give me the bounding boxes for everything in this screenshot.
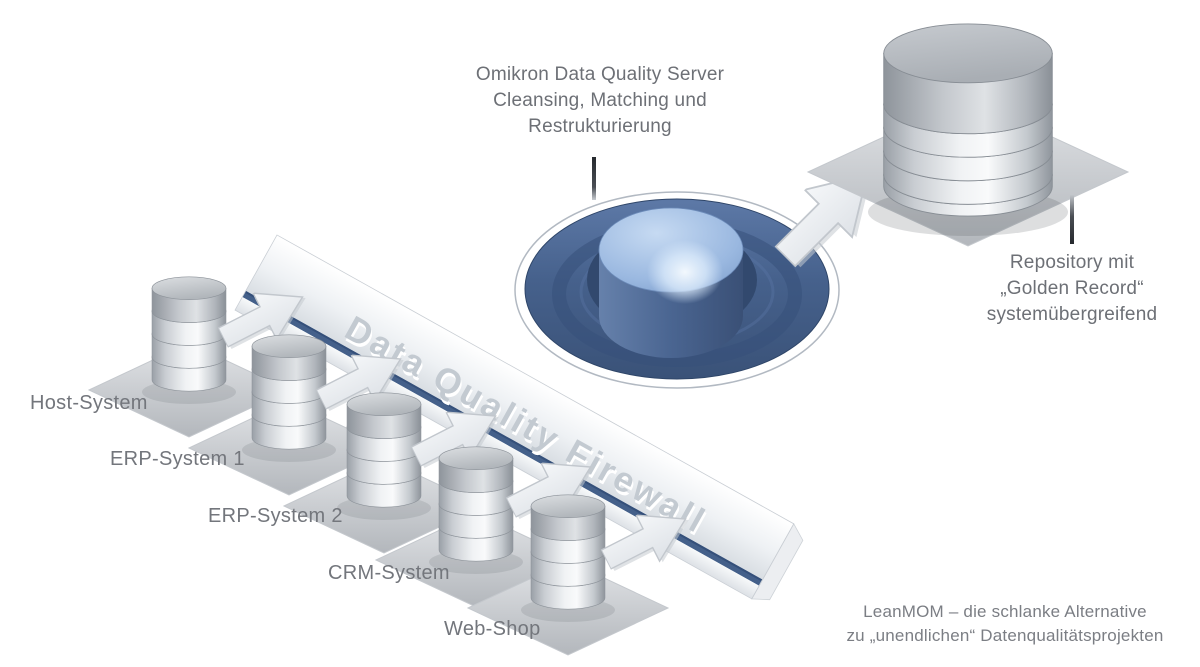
database-icon — [346, 392, 422, 508]
label-host-system: Host-System — [30, 392, 148, 414]
repository-annotation-tick — [1070, 194, 1074, 244]
database-icon — [530, 494, 606, 610]
server-annotation-line1: Omikron Data Quality Server — [475, 64, 725, 85]
server-annotation-tick — [592, 157, 596, 200]
label-crm-system: CRM-System — [328, 562, 450, 584]
footer-note: LeanMOM – die schlanke Alternative zu „u… — [840, 600, 1170, 648]
source-system-erp2 — [282, 392, 486, 554]
source-system-erp1 — [187, 334, 391, 496]
band-top-highlight — [276, 232, 795, 525]
database-icon — [151, 276, 227, 392]
server-annotation-line3: Restrukturierung — [528, 116, 672, 137]
database-icon — [438, 446, 514, 562]
label-erp-system-2: ERP-System 2 — [208, 505, 343, 527]
band-surface — [245, 235, 794, 580]
server-annotation: Omikron Data Quality Server Cleansing, M… — [450, 62, 750, 140]
footer-line1: LeanMOM – die schlanke Alternative — [863, 602, 1147, 621]
repository-annotation-line3: systemübergreifend — [986, 304, 1158, 325]
label-web-shop: Web-Shop — [444, 618, 541, 640]
repository-annotation-line1: Repository mit — [1009, 252, 1135, 273]
repository — [806, 23, 1130, 247]
footer-line2: zu „unendlichen“ Datenqualitätsprojekten — [846, 626, 1164, 645]
database-icon — [251, 334, 327, 450]
source-system-webshop — [466, 494, 670, 656]
data-quality-funnel — [514, 191, 840, 389]
repository-annotation-line2: „Golden Record“ — [1000, 278, 1144, 299]
label-erp-system-1: ERP-System 1 — [110, 448, 245, 470]
repository-database-icon — [883, 23, 1053, 217]
funnel-highlight — [647, 240, 723, 304]
repository-annotation: Repository mit „Golden Record“ systemübe… — [952, 250, 1192, 328]
server-annotation-line2: Cleansing, Matching und — [493, 90, 707, 111]
